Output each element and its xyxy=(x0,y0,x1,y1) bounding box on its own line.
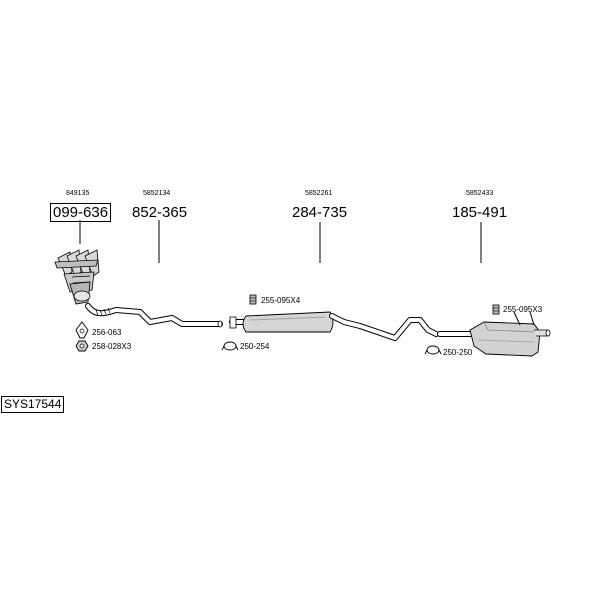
accessory-label[interactable]: 255-095X4 xyxy=(261,296,301,305)
front-pipe-icon xyxy=(85,303,223,328)
rubber-mount-icon xyxy=(249,294,257,305)
system-code-label: SYS17544 xyxy=(1,396,65,413)
clamp-icon xyxy=(221,341,239,351)
oem-number: 5852261 xyxy=(305,190,333,197)
gasket-icon xyxy=(75,321,89,339)
leader-lines xyxy=(79,220,482,263)
accessory-label[interactable]: 250-254 xyxy=(240,342,270,351)
clamp-icon xyxy=(424,345,442,355)
oem-number: 5852433 xyxy=(466,190,494,197)
centre-silencer-icon xyxy=(229,311,439,341)
part-number-link[interactable]: 852-365 xyxy=(132,204,188,221)
accessory-label[interactable]: 258-028X3 xyxy=(92,342,132,351)
part-number-link[interactable]: 185-491 xyxy=(452,204,508,221)
nut-icon xyxy=(75,340,89,352)
manifold-icon xyxy=(54,249,100,305)
part-number-link[interactable]: 099-636 xyxy=(50,203,112,222)
accessory-label[interactable]: 255-095X3 xyxy=(503,305,543,314)
accessory-label[interactable]: 250-250 xyxy=(443,348,473,357)
oem-number: 849135 xyxy=(66,190,90,197)
part-number-link[interactable]: 284-735 xyxy=(292,204,348,221)
rear-silencer-icon xyxy=(437,311,551,357)
rubber-mount-icon xyxy=(492,304,500,315)
accessory-label[interactable]: 256-063 xyxy=(92,328,122,337)
oem-number: 5852134 xyxy=(143,190,171,197)
